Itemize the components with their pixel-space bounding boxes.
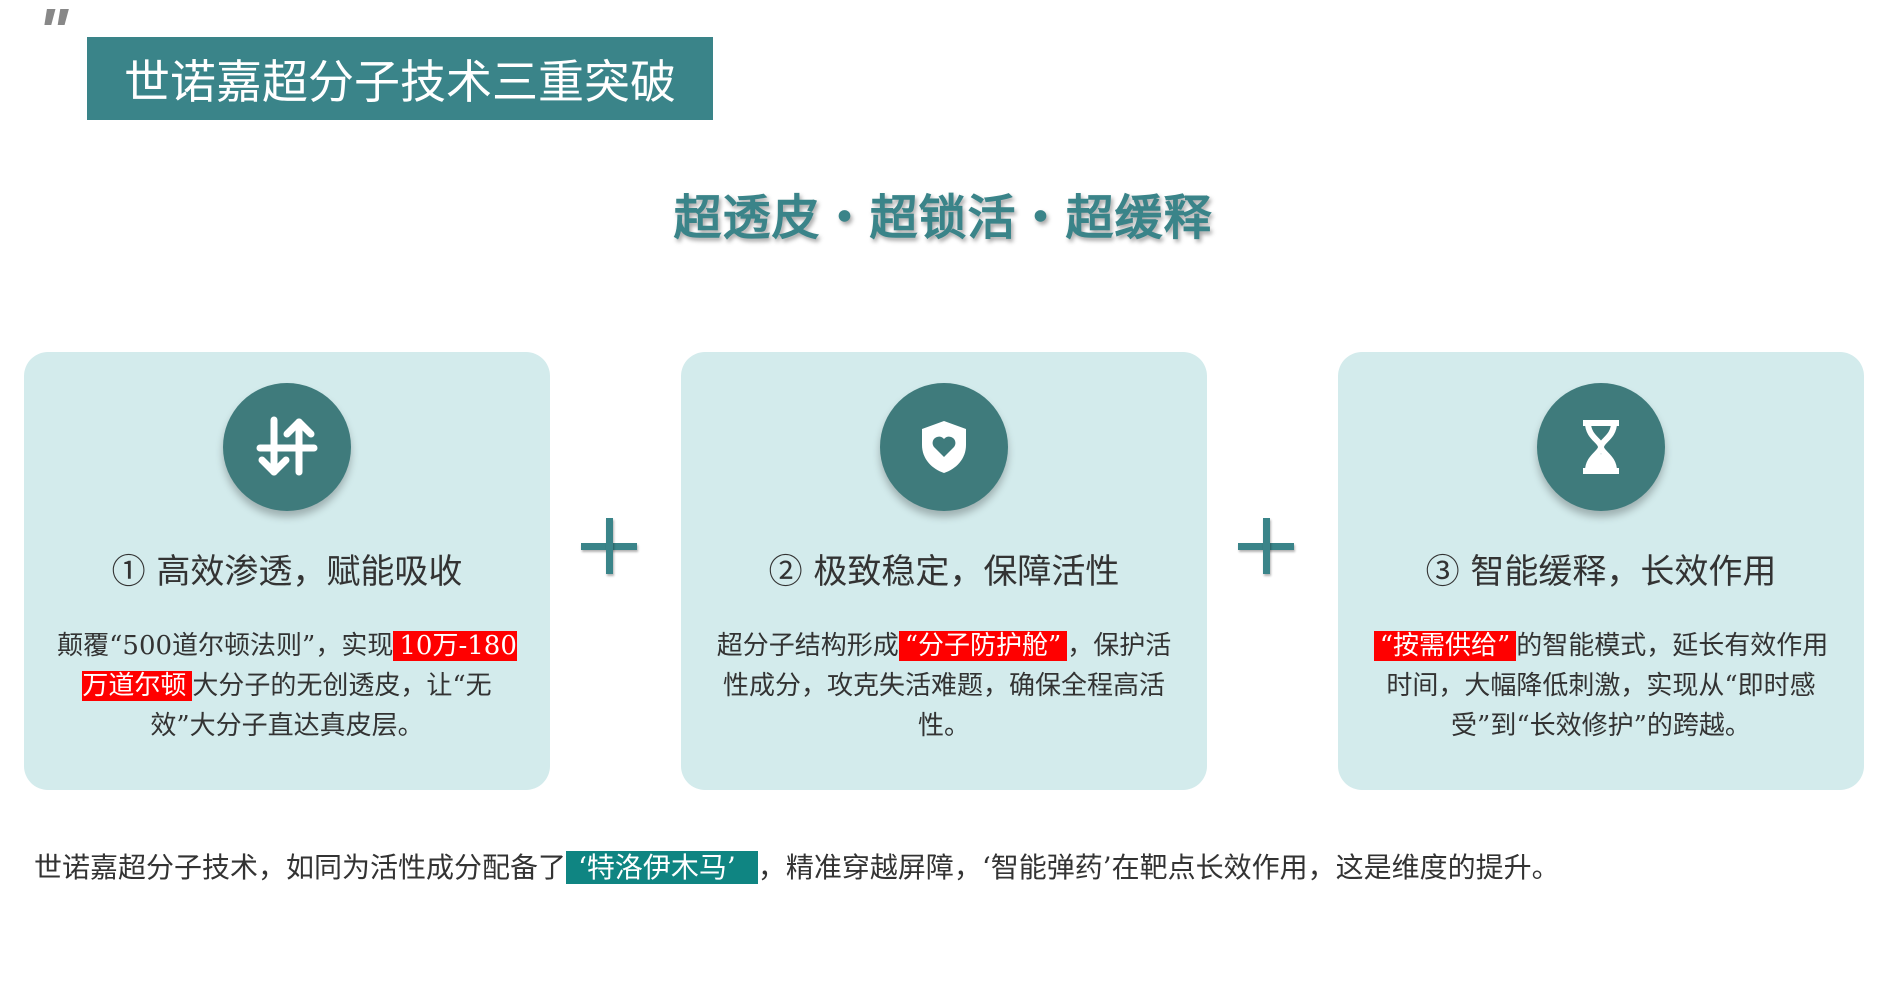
highlight-text: “按需供给” (1373, 631, 1517, 661)
summary-part: ，精准穿越屏障，‘智能弹药’在靶点长效作用，这是维度的提升。 (757, 851, 1560, 884)
body-text: 大分子的无创透皮，让“无效”大分子直达真皮层。 (150, 671, 492, 741)
quote-mark-decoration: " (30, 0, 76, 67)
card-body: 超分子结构形成“分子防护舱”，保护活性成分，攻克失活难题，确保全程高活性。 (711, 626, 1177, 746)
subtitle: 超透皮・超锁活・超缓释 (673, 190, 1213, 246)
body-text: 的智能模式，延长有效作用时间，大幅降低刺激，实现从“即时感受”到“长效修护”的跨… (1386, 631, 1829, 741)
hourglass-icon (1537, 383, 1665, 511)
feature-card-release: ③ 智能缓释，长效作用 “按需供给”的智能模式，延长有效作用时间，大幅降低刺激，… (1338, 352, 1864, 790)
feature-card-stability: ② 极致稳定，保障活性 超分子结构形成“分子防护舱”，保护活性成分，攻克失活难题… (681, 352, 1207, 790)
body-text: ，保护活性成分，攻克失活难题，确保全程高活性。 (722, 631, 1172, 741)
card-heading: ② 极致稳定，保障活性 (768, 552, 1120, 592)
summary-text: 世诺嘉超分子技术，如同为活性成分配备了‘特洛伊木马’，精准穿越屏障，‘智能弹药’… (34, 846, 1560, 886)
summary-part: 世诺嘉超分子技术，如同为活性成分配备了 (34, 851, 567, 884)
highlight-text: “分子防护舱” (898, 631, 1068, 661)
plus-icon (1238, 518, 1294, 574)
body-text: 颠覆“500道尔顿法则”，实现 (57, 631, 394, 661)
body-text: 超分子结构形成 (716, 631, 899, 661)
plus-icon (581, 518, 637, 574)
summary-highlight: ‘特洛伊木马’ (566, 851, 758, 884)
page-title-text: 世诺嘉超分子技术三重突破 (124, 54, 676, 109)
card-heading: ① 高效渗透，赋能吸收 (111, 552, 463, 592)
card-heading: ③ 智能缓释，长效作用 (1425, 552, 1777, 592)
swap-vertical-icon (223, 383, 351, 511)
page-title: 世诺嘉超分子技术三重突破 (87, 37, 713, 120)
card-body: “按需供给”的智能模式，延长有效作用时间，大幅降低刺激，实现从“即时感受”到“长… (1368, 626, 1834, 746)
shield-heart-icon (880, 383, 1008, 511)
